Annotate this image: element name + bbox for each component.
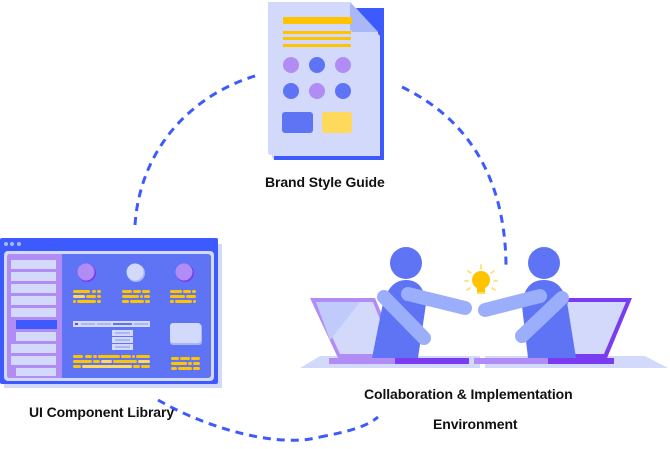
connector-library-to-collab bbox=[157, 398, 321, 442]
lightbulb-icon bbox=[464, 264, 498, 294]
connector-brand-to-collab bbox=[401, 85, 508, 266]
connector-library-to-brand bbox=[133, 73, 259, 226]
ui-component-library-label: UI Component Library bbox=[29, 404, 175, 420]
collaboration-label-line2: Environment bbox=[433, 416, 518, 432]
browser-window-icon bbox=[0, 238, 222, 388]
ui-component-library-node bbox=[0, 238, 224, 388]
document-icon bbox=[268, 2, 384, 160]
collaboration-label-line1: Collaboration & Implementation bbox=[364, 386, 573, 402]
brand-style-guide-label: Brand Style Guide bbox=[265, 174, 385, 190]
handshake-people-icon bbox=[300, 247, 668, 368]
collaboration-node bbox=[300, 240, 670, 370]
brand-style-guide-node bbox=[264, 2, 388, 164]
